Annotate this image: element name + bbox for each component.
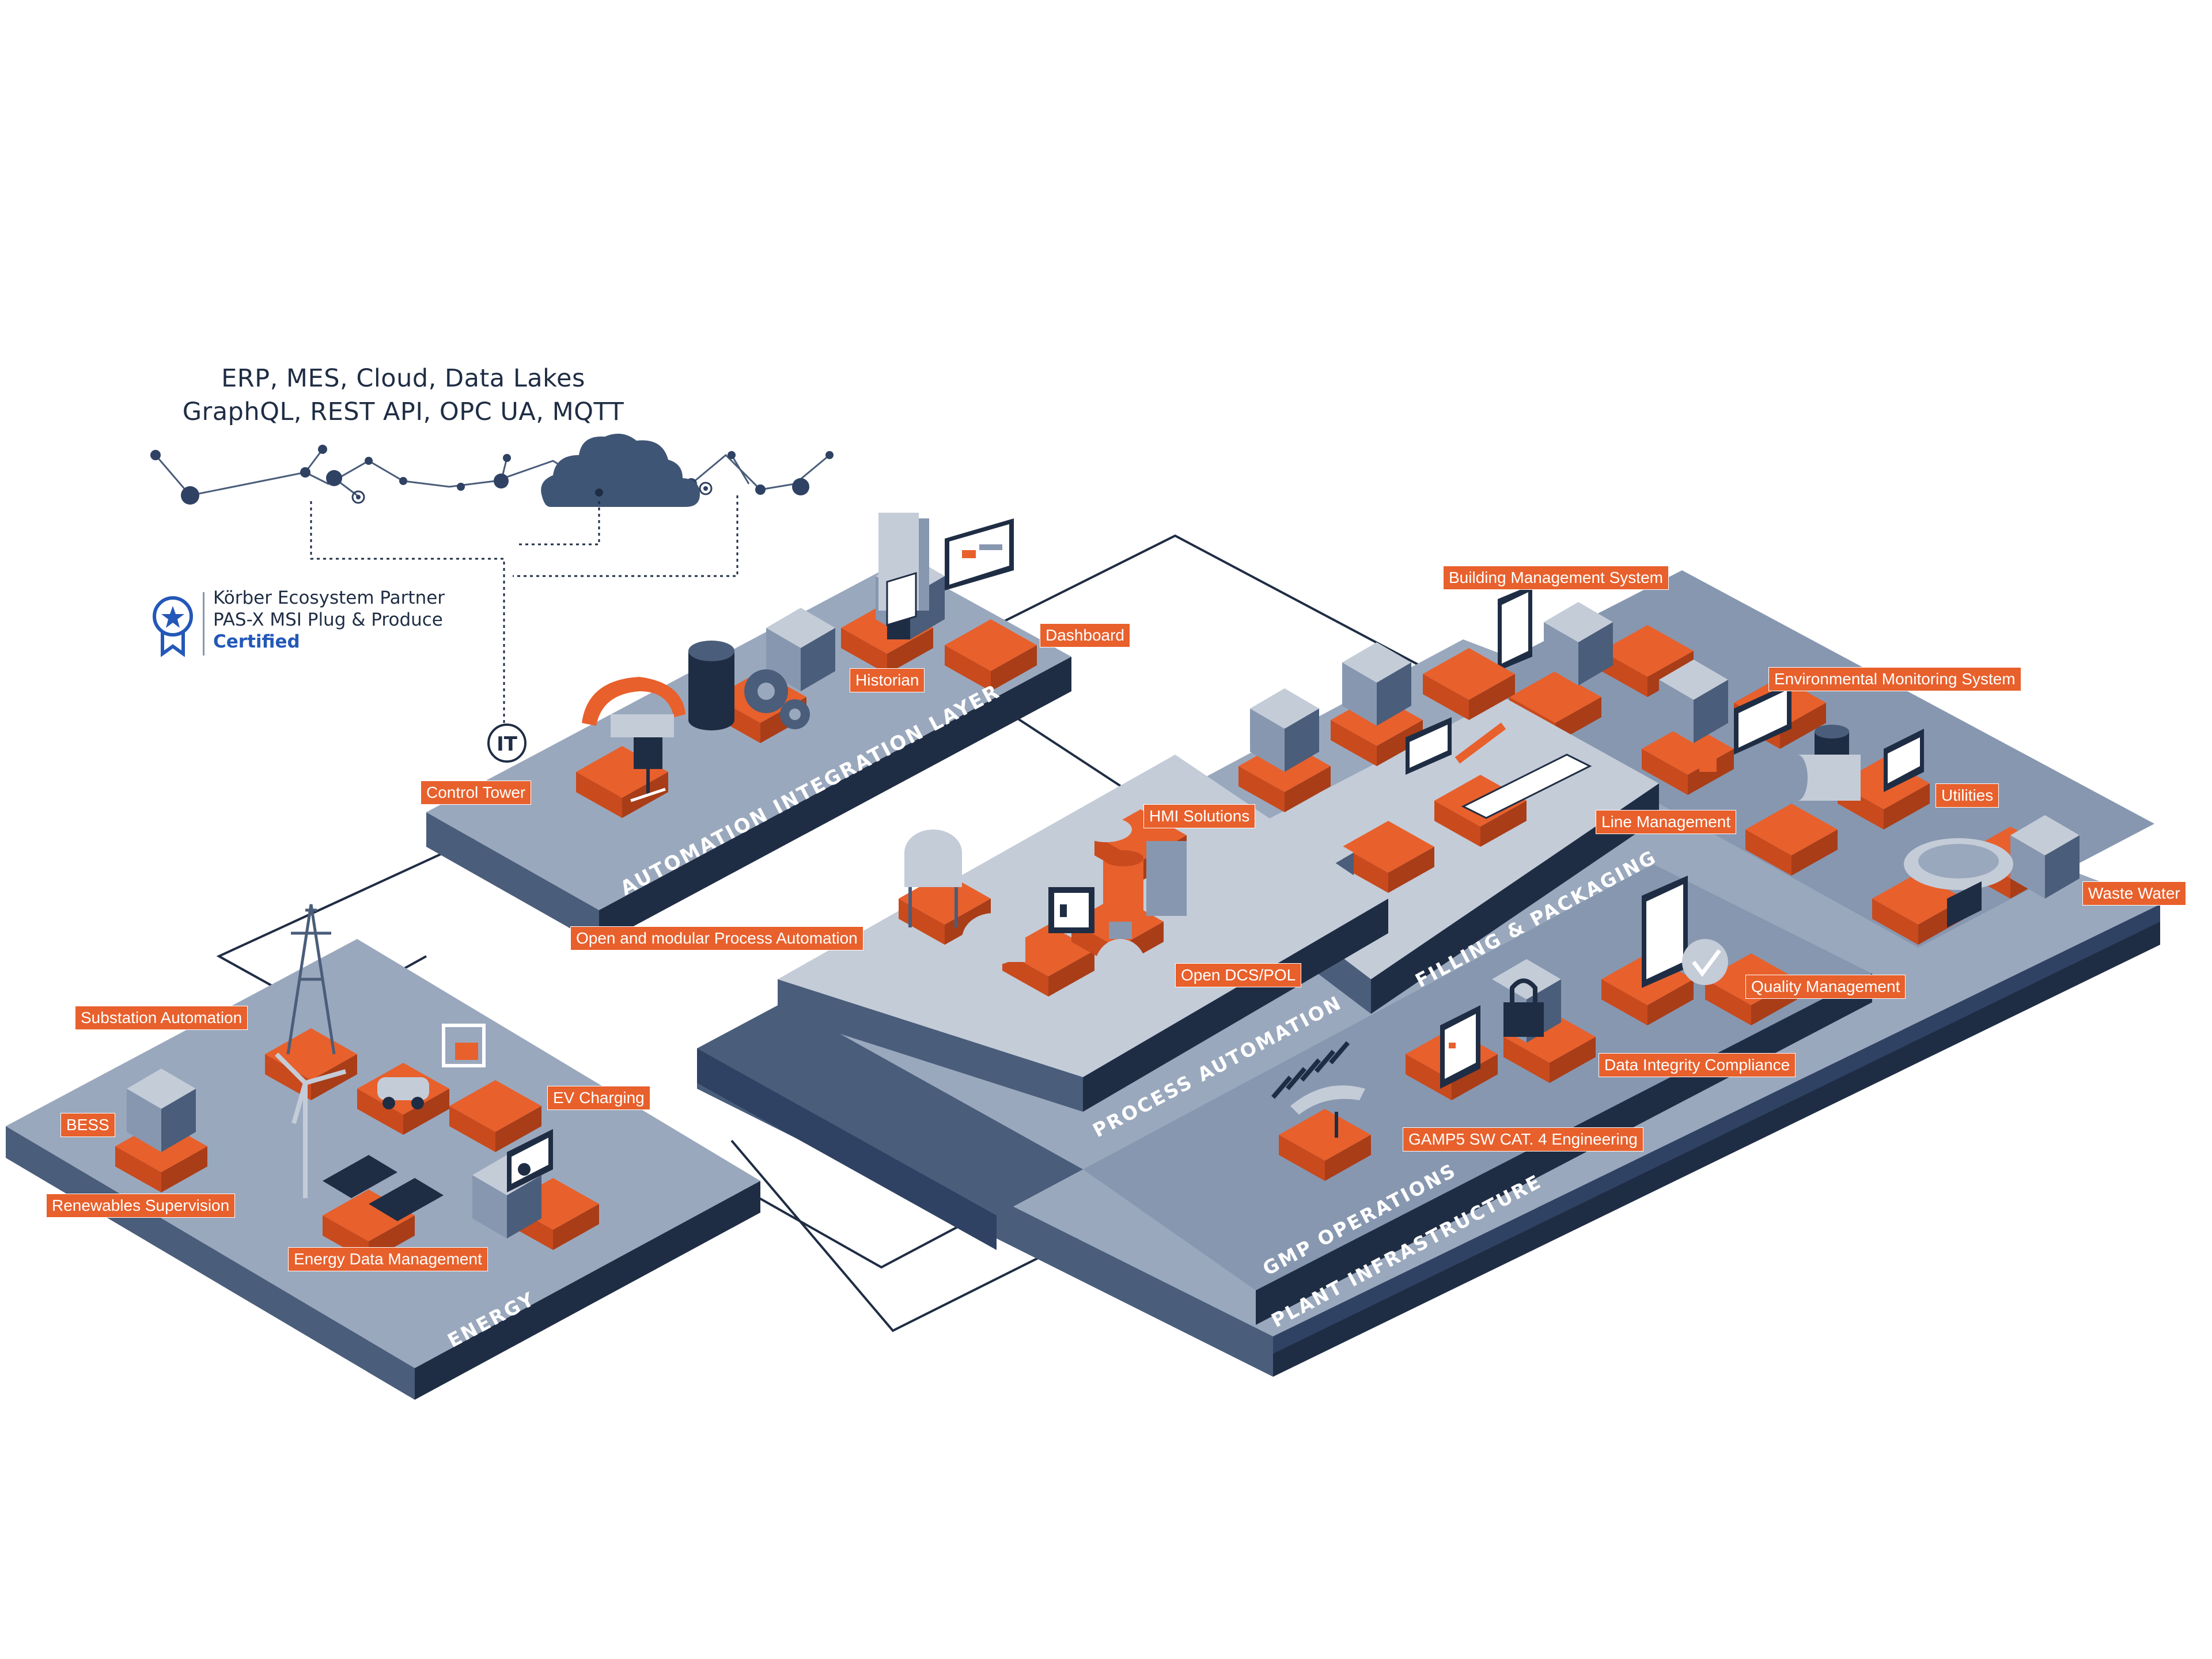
waste-water-basin (1904, 838, 2013, 927)
reactor-vessels (904, 817, 1187, 997)
control-tower-station (582, 677, 685, 802)
platform-building-systems (1452, 570, 2154, 948)
platform-automation-integration (426, 513, 1071, 945)
substation-tower (286, 904, 336, 1055)
cloud-network: IT (150, 433, 834, 763)
engineering-chair (1290, 1085, 1365, 1138)
badge-line-3: Certified (213, 631, 300, 652)
ev-car (377, 1024, 486, 1109)
hatch-stripes (1271, 1041, 1350, 1099)
energy-screen (507, 1129, 553, 1192)
label-waste-water: Waste Water (2082, 881, 2186, 906)
certification-badge: Körber Ecosystem Partner PAS-X MSI Plug … (150, 588, 553, 662)
solar-panels (323, 1155, 444, 1221)
label-historian: Historian (850, 668, 925, 692)
label-environmental-monitoring: Environmental Monitoring System (1768, 667, 2021, 691)
label-energy-data: Energy Data Management (288, 1247, 488, 1271)
label-gamp5: GAMP5 SW CAT. 4 Engineering (1403, 1127, 1643, 1152)
platform-energy (6, 904, 760, 1400)
label-quality-management: Quality Management (1745, 975, 1906, 999)
platform-process-automation (697, 755, 1388, 1250)
badge-line-2: PAS-X MSI Plug & Produce (213, 609, 443, 630)
award-ribbon-icon (153, 596, 193, 657)
label-dashboard: Dashboard (1040, 623, 1130, 647)
filling-conveyor (1406, 717, 1592, 819)
dashboard-station (878, 513, 1014, 639)
header-line-1: ERP, MES, Cloud, Data Lakes (221, 364, 585, 393)
environmental-monitor (1699, 683, 1791, 772)
label-hmi-solutions: HMI Solutions (1143, 804, 1256, 828)
it-node: IT (487, 724, 527, 763)
lock-icon (1503, 978, 1544, 1037)
label-substation: Substation Automation (75, 1006, 248, 1030)
database-icon (688, 641, 734, 730)
label-control-tower: Control Tower (421, 781, 532, 805)
building-tablet (1498, 585, 1532, 671)
label-line-management: Line Management (1596, 810, 1737, 834)
label-open-modular-process: Open and modular Process Automation (570, 926, 863, 950)
gears-icon (744, 669, 810, 729)
label-bess: BESS (60, 1113, 115, 1137)
it-node-label: IT (497, 733, 518, 756)
label-data-integrity: Data Integrity Compliance (1599, 1053, 1796, 1077)
utilities-tank (1787, 725, 1924, 801)
wind-turbine (275, 1052, 347, 1198)
header-line-2: GraphQL, REST API, OPC UA, MQTT (182, 397, 624, 426)
label-open-dcs: Open DCS/POL (1175, 963, 1302, 987)
label-building-management: Building Management System (1443, 566, 1669, 590)
quality-tablet (1642, 876, 1728, 988)
cloud-icon (541, 433, 700, 507)
data-integrity-tablet (1440, 1005, 1480, 1089)
badge-divider (203, 592, 204, 656)
label-ev-charging: EV Charging (547, 1086, 650, 1110)
badge-line-1: Körber Ecosystem Partner (213, 588, 445, 608)
label-utilities: Utilities (1936, 783, 1999, 808)
label-renewables: Renewables Supervision (46, 1194, 236, 1218)
